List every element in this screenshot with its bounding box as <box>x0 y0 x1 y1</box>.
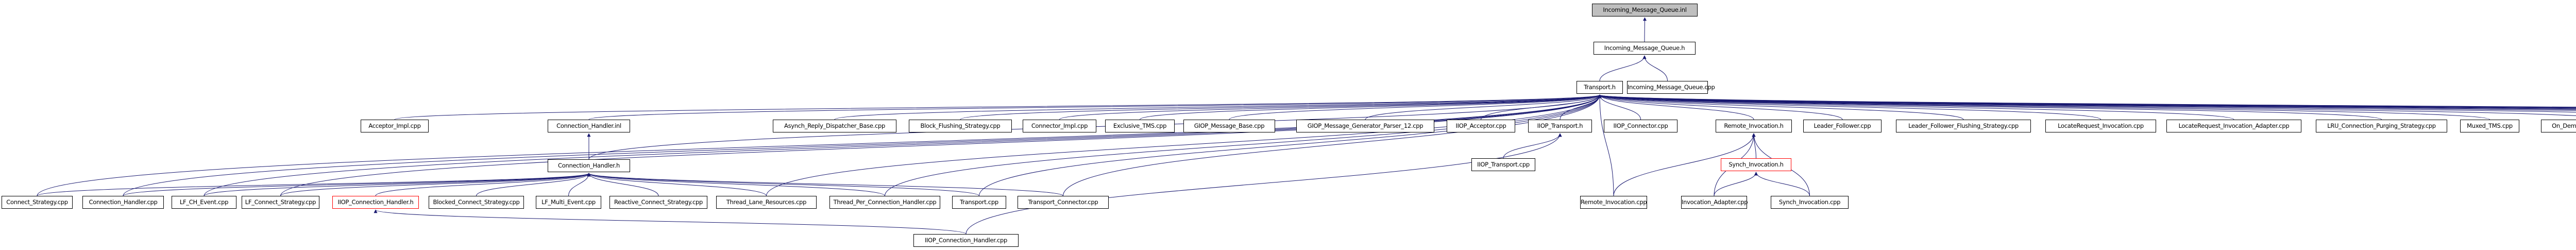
edge-lf-ch-event-to-transport-h <box>204 94 1602 196</box>
node-reactive-cs[interactable]: Reactive_Connect_Strategy.cpp <box>609 196 707 209</box>
edge-locate-inv-to-transport-h <box>1598 94 2101 120</box>
node-locate-inv[interactable]: LocateRequest_Invocation.cpp <box>2045 120 2156 132</box>
edge-giop-mb-to-transport-h <box>1229 94 1602 120</box>
edge-profile-tr-to-transport-h <box>1598 94 2576 113</box>
node-remote-inv-cpp[interactable]: Remote_Invocation.cpp <box>1580 196 1647 209</box>
node-imq-cpp[interactable]: Incoming_Message_Queue.cpp <box>1627 81 1715 94</box>
edge-imq-cpp-to-imq-h <box>1642 55 1668 81</box>
node-leader-follower[interactable]: Leader_Follower.cpp <box>1803 120 1882 132</box>
edge-blocked-cs-to-ch-h <box>476 173 591 196</box>
edge-lru-purging-to-transport-h <box>1598 94 2382 120</box>
edge-connect-strategy-to-ch-h <box>37 173 591 196</box>
node-synch-inv-cpp[interactable]: Synch_Invocation.cpp <box>1771 196 1849 209</box>
node-locate-inv-adapter[interactable]: LocateRequest_Invocation_Adapter.cpp <box>2166 120 2301 132</box>
edge-giop-mgp12-to-transport-h <box>1365 94 1602 120</box>
edge-lf-connect-strategy-to-ch-h <box>280 173 591 196</box>
node-root: Incoming_Message_Queue.inl <box>1592 4 1698 16</box>
edge-block-fs-to-transport-h <box>960 94 1602 120</box>
edge-on-demand-frag-to-transport-h <box>1598 94 2576 116</box>
edge-thread-lane-res-to-ch-h <box>587 173 767 196</box>
node-lf-flushing[interactable]: Leader_Follower_Flushing_Strategy.cpp <box>1896 120 2031 132</box>
node-block-fs[interactable]: Block_Flushing_Strategy.cpp <box>909 120 1012 132</box>
node-transport-cpp[interactable]: Transport.cpp <box>952 196 1006 209</box>
edge-transport-connector-to-transport-h <box>1063 94 1602 196</box>
node-tpc-handler[interactable]: Thread_Per_Connection_Handler.cpp <box>829 196 940 209</box>
node-asynch-rdb[interactable]: Asynch_Reply_Dispatcher_Base.cpp <box>773 120 896 132</box>
edge-lf-connect-strategy-to-transport-h <box>280 94 1602 196</box>
edge-remote-inv-h-to-transport-h <box>1598 94 1754 120</box>
edge-iiop-ch-cpp-to-iiop-ch-h <box>374 209 967 235</box>
edge-transport-cpp-to-ch-h <box>587 173 979 196</box>
node-giop-mb[interactable]: GIOP_Message_Base.cpp <box>1183 120 1275 132</box>
edge-leader-follower-to-transport-h <box>1598 94 1843 120</box>
node-synch-inv-h[interactable]: Synch_Invocation.h <box>1721 158 1791 171</box>
edge-muxed-tms-to-transport-h <box>1598 94 2490 120</box>
node-iiop-ch-h[interactable]: IIOP_Connection_Handler.h <box>332 196 419 209</box>
node-iiop-transport-cpp[interactable]: IIOP_Transport.cpp <box>1471 158 1535 171</box>
edge-iiop-ch-cpp-to-iiop-transport-h <box>965 133 1562 235</box>
node-acceptor-impl[interactable]: Acceptor_Impl.cpp <box>361 120 429 132</box>
edge-remote-inv-cpp-to-transport-h <box>1598 94 1614 196</box>
edge-remote-inv-cpp-to-remote-inv-h <box>1613 133 1756 196</box>
node-iiop-ch-cpp[interactable]: IIOP_Connection_Handler.cpp <box>913 234 1019 247</box>
edge-exclusive-tms-to-transport-h <box>1140 94 1602 120</box>
node-imq-h[interactable]: Incoming_Message_Queue.h <box>1594 42 1696 55</box>
node-blocked-cs[interactable]: Blocked_Connect_Strategy.cpp <box>429 196 524 209</box>
edge-wait-read-to-transport-h <box>1598 94 2576 108</box>
edge-transport-h-to-imq-h <box>1599 55 1647 81</box>
node-exclusive-tms[interactable]: Exclusive_TMS.cpp <box>1105 120 1175 132</box>
node-ch-inl[interactable]: Connection_Handler.inl <box>548 120 630 132</box>
node-ch-cpp[interactable]: Connection_Handler.cpp <box>82 196 164 209</box>
edge-reactive-cs-to-ch-h <box>587 173 659 196</box>
edge-invocation-adapter-to-synch-inv-h <box>1714 172 1758 196</box>
node-muxed-tms[interactable]: Muxed_TMS.cpp <box>2460 120 2519 132</box>
edge-ch-inl-to-transport-h <box>588 94 1601 120</box>
node-thread-lane-res[interactable]: Thread_Lane_Resources.cpp <box>716 196 817 209</box>
node-connector-impl[interactable]: Connector_Impl.cpp <box>1023 120 1096 132</box>
edge-iiop-ch-h-to-ch-h <box>375 173 591 196</box>
node-iiop-transport-h[interactable]: IIOP_Transport.h <box>1528 120 1592 132</box>
node-lf-ch-event[interactable]: LF_CH_Event.cpp <box>172 196 236 209</box>
node-connect-strategy[interactable]: Connect_Strategy.cpp <box>2 196 73 209</box>
edge-tpc-handler-to-ch-h <box>587 173 885 196</box>
node-iiop-connector[interactable]: IIOP_Connector.cpp <box>1604 120 1677 132</box>
edge-ch-cpp-to-ch-h <box>123 173 591 196</box>
node-giop-mgp12[interactable]: GIOP_Message_Generator_Parser_12.cpp <box>1296 120 1434 132</box>
node-lf-connect-strategy[interactable]: LF_Connect_Strategy.cpp <box>242 196 319 209</box>
edge-acceptor-impl-to-transport-h <box>394 94 1601 120</box>
edge-lf-flushing-to-transport-h <box>1598 94 1964 120</box>
edge-locate-inv-adapter-to-transport-h <box>1598 94 2234 120</box>
node-ch-h[interactable]: Connection_Handler.h <box>548 159 630 172</box>
node-transport-h[interactable]: Transport.h <box>1577 81 1623 94</box>
edge-lf-ch-event-to-ch-h <box>204 173 591 196</box>
edge-iiop-transport-cpp-to-iiop-transport-h <box>1503 133 1562 159</box>
node-iiop-acceptor[interactable]: IIOP_Acceptor.cpp <box>1447 120 1515 132</box>
edge-asynch-rdb-to-transport-h <box>834 94 1602 120</box>
node-lru-purging[interactable]: LRU_Connection_Purging_Strategy.cpp <box>2316 120 2447 132</box>
edge-connector-impl-to-transport-h <box>1059 94 1602 120</box>
node-invocation-adapter[interactable]: Invocation_Adapter.cpp <box>1681 196 1748 209</box>
edge-synch-inv-cpp-to-synch-inv-h <box>1754 172 1810 196</box>
edge-transport-cpp-to-transport-h <box>979 94 1602 196</box>
edge-transport-connector-to-ch-h <box>587 173 1063 196</box>
edge-iiop-connector-to-transport-h <box>1598 94 1641 120</box>
node-on-demand-frag[interactable]: On_Demand_Fragmentation_Strategy.cpp <box>2541 120 2576 132</box>
edge-connect-strategy-to-transport-h <box>37 94 1602 196</box>
node-lf-multi-event[interactable]: LF_Multi_Event.cpp <box>536 196 601 209</box>
edge-tpc-handler-to-transport-h <box>885 94 1602 196</box>
node-remote-inv-h[interactable]: Remote_Invocation.h <box>1716 120 1792 132</box>
node-transport-connector[interactable]: Transport_Connector.cpp <box>1018 196 1109 209</box>
edge-thread-lane-res-to-transport-h <box>766 94 1602 196</box>
edge-ch-cpp-to-transport-h <box>123 94 1602 196</box>
